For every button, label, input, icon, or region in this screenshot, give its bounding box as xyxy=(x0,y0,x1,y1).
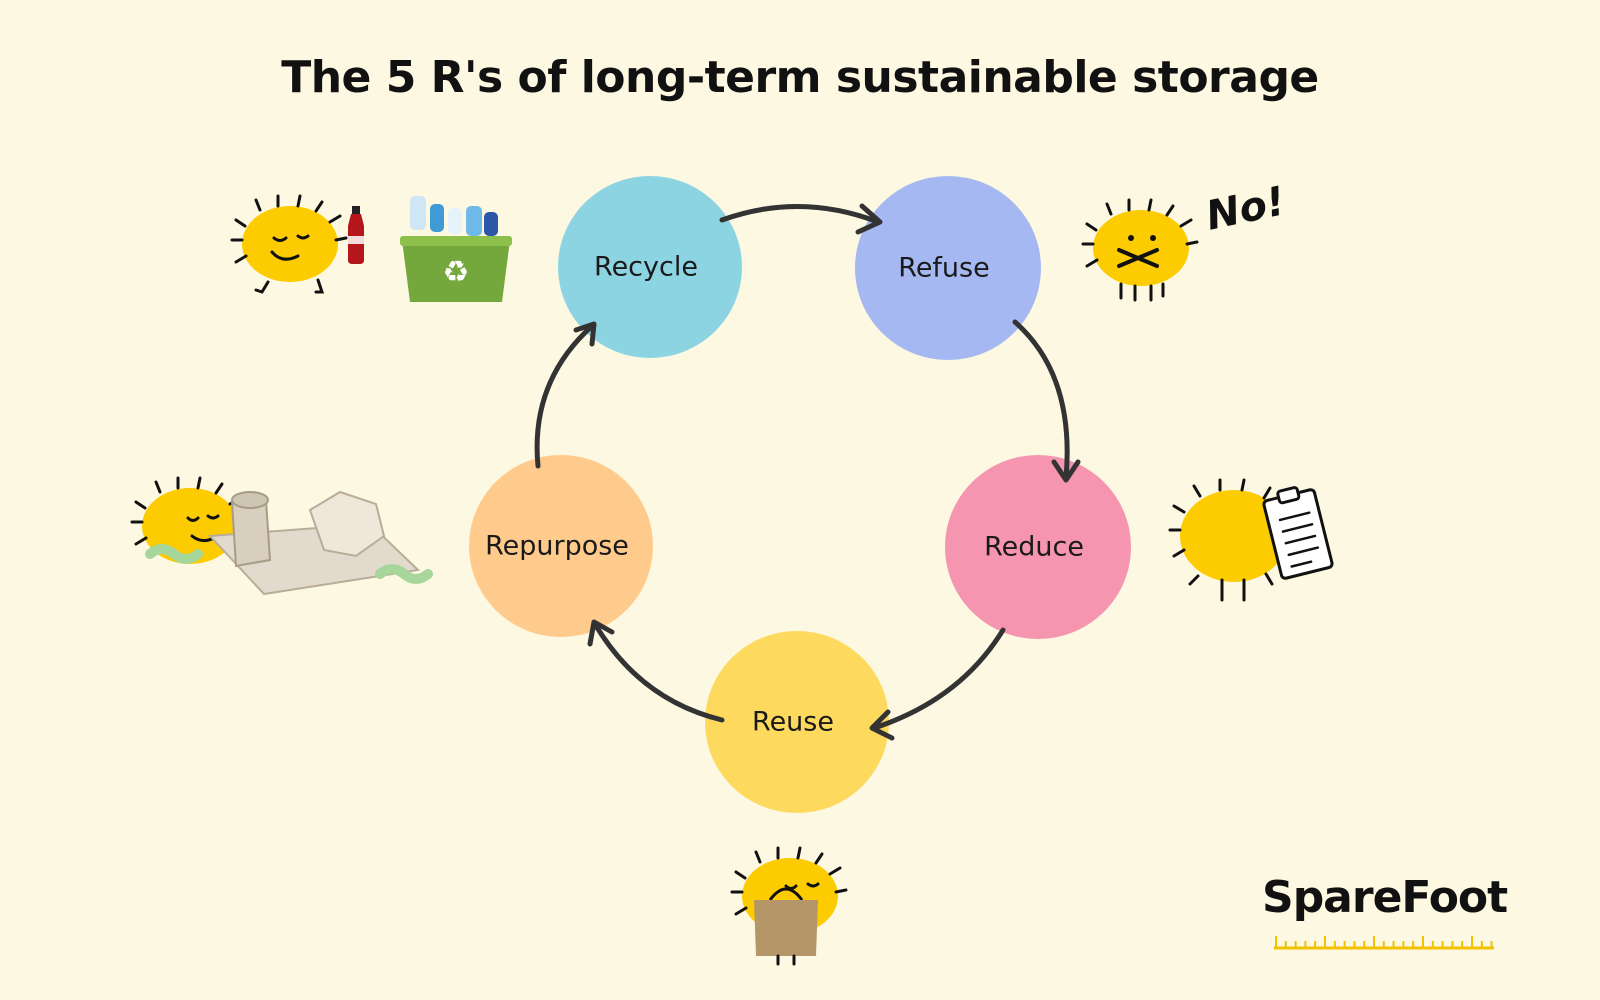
arrow-refuse-to-reduce xyxy=(1012,319,1081,483)
node-repurpose-label: Repurpose xyxy=(485,531,629,562)
node-reduce-circle xyxy=(945,455,1131,639)
node-reduce: Reduce xyxy=(945,455,1131,639)
node-reuse: Reuse xyxy=(705,631,889,813)
paper-bag-icon xyxy=(754,887,818,966)
mascot-icon xyxy=(230,194,348,294)
node-recycle-circle xyxy=(558,176,742,358)
brand-logo: SpareFoot xyxy=(1262,872,1508,952)
page-title: The 5 R's of long-term sustainable stora… xyxy=(281,52,1319,103)
recycling-bin-icon: ♻ xyxy=(400,196,512,302)
arrow-recycle-to-refuse xyxy=(719,203,883,235)
node-repurpose: Repurpose xyxy=(469,455,653,637)
mascot-icon xyxy=(1081,198,1199,302)
node-recycle: Recycle xyxy=(558,176,742,358)
node-recycle-label: Recycle xyxy=(594,252,698,283)
newspaper-icon xyxy=(145,490,433,596)
node-refuse-label: Refuse xyxy=(898,253,989,284)
arrow-reduce-to-reuse xyxy=(869,627,1006,741)
arrow-repurpose-to-recycle xyxy=(534,321,597,469)
clipboard-icon xyxy=(1262,486,1334,580)
exclamation-text: No! xyxy=(1202,178,1289,239)
svg-text:♻: ♻ xyxy=(443,255,470,290)
ruler-icon xyxy=(1274,936,1494,950)
node-repurpose-circle xyxy=(469,455,653,637)
node-reuse-label: Reuse xyxy=(752,707,834,738)
node-refuse: Refuse xyxy=(855,176,1041,360)
soda-bottle-icon xyxy=(348,206,364,264)
node-refuse-circle xyxy=(855,176,1041,360)
node-reuse-circle xyxy=(705,631,889,813)
mascot-icon xyxy=(1168,478,1288,602)
brand-name: SpareFoot xyxy=(1262,872,1508,923)
arrow-reuse-to-repurpose xyxy=(587,619,725,723)
node-reduce-label: Reduce xyxy=(984,532,1084,563)
